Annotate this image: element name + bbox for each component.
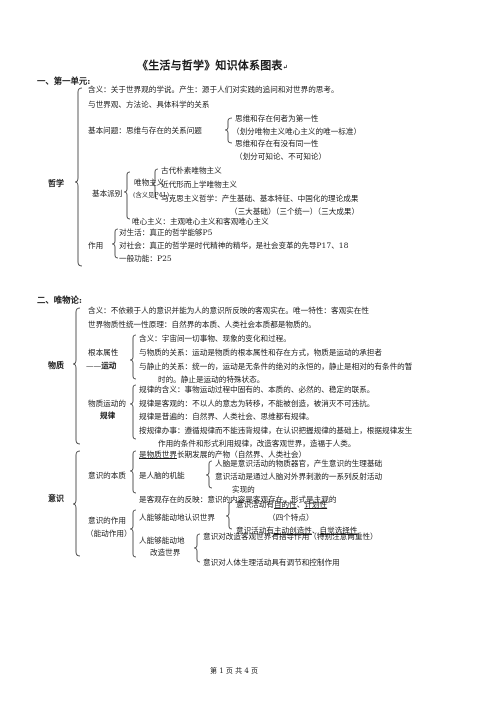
transform-label-1: 人能够能动地 xyxy=(139,536,185,545)
motion-item-4: 时的。静止是运动的特殊状态。 xyxy=(158,375,265,384)
materialism-label: 唯物主义 xyxy=(134,178,165,187)
root-attribute: 根本属性 xyxy=(88,348,119,357)
page-footer: 第 1 页 共 4 页 xyxy=(210,667,259,675)
mat-item-4: （三大基础）（三个统一）（三大成果） xyxy=(230,207,360,216)
motion-item-3: 与静止的关系：统一的，运动是无条件的绝对的永恒的，静止是相对的有条件的暂 xyxy=(139,362,413,371)
law-item-2: 规律是客观的：不以人的意志为转移，不能被创造，被消灭不可违抗。 xyxy=(139,399,375,408)
mat-item-1: 古代朴素唯物主义 xyxy=(161,166,222,175)
title-return-mark: ↵ xyxy=(282,64,289,71)
know-3-b: 自觉选择性 xyxy=(319,526,358,535)
brace-consciousness xyxy=(72,450,81,557)
matter-meaning: 含义：不依赖于人的意识并能为人的意识所反映的客观实在。唯一特性：客观实在性 xyxy=(88,306,369,315)
know-item-1: 意识活动有目的性、计划性 xyxy=(236,501,327,509)
motion-label-group: ——运动 xyxy=(86,362,116,370)
law-item-4: 按规律办事：遵循规律而不能违背规律，在认识把握规律的基础上，根据规律发生 xyxy=(139,426,413,435)
mat-item-2: 近代形而上学唯物主义 xyxy=(161,180,237,189)
mat-item-3: 马克思主义哲学：产生基础、基本特征、中国化的理论成果 xyxy=(161,194,359,203)
unit2-heading: 二、唯物论: xyxy=(37,295,82,305)
law-item-5: 作用的条件和形式利用规律，改造客观世界，造福于人类。 xyxy=(158,439,356,448)
know-item-3: 意识活动有主动创造性、自觉选择性 xyxy=(236,527,358,535)
product-line: 是物质世界长期发展的产物（自然界、人类社会） xyxy=(139,451,306,459)
know-item-2: （四个特点） xyxy=(268,513,314,522)
know-1-a: 目的性 xyxy=(273,500,297,509)
transform-label-2: 改造世界 xyxy=(150,548,181,557)
brace-materialism xyxy=(151,168,159,200)
brace-basic-problem xyxy=(224,117,233,144)
product-underlined: 是物质世界 xyxy=(139,450,177,459)
law-label-1: 物质运动的 xyxy=(88,399,126,408)
know-3-pre: 意识活动有 xyxy=(236,526,274,535)
brain-item-1: 人脑是意识活动的物质器官，产生意识的生理基础 xyxy=(215,459,383,468)
know-3-a: 主动创造性 xyxy=(273,526,312,535)
func-item-3: 一般功能：P25 xyxy=(119,254,172,263)
brace-schools xyxy=(123,171,131,220)
brain-item-3: 实现的 xyxy=(232,485,255,494)
brace-transform xyxy=(193,533,201,563)
role-label-1: 意识的作用 xyxy=(88,516,126,525)
brace-philosophy xyxy=(74,87,83,267)
know-1-b: 计划性 xyxy=(304,500,328,509)
materialism-note: (含义见P41) xyxy=(133,192,170,199)
page-title: 《生活与哲学》知识体系图表↵ xyxy=(137,60,288,71)
law-item-1: 规律的含义：事物运动过程中固有的、本质的、必然的、稳定的联系。 xyxy=(139,385,375,394)
brace-motion xyxy=(129,334,137,380)
basic-problem: 基本问题：思维与存在的关系问题 xyxy=(88,126,202,135)
law-item-3: 规律是普遍的：自然界、人类社会、思维都有规律。 xyxy=(139,412,314,421)
func-item-2: 对社会：真正的哲学是时代精神的精华，是社会变革的先导P17、18 xyxy=(119,241,349,250)
root-matter: 物质 xyxy=(48,360,64,370)
motion-dash: —— xyxy=(86,361,102,370)
unit1-heading: 一、第一单元: xyxy=(37,76,91,86)
root-philosophy: 哲学 xyxy=(48,178,64,188)
func-item-1: 对生活：真正的哲学能够P5 xyxy=(119,228,213,237)
transform-item-2: 意识对人体生理活动具有调节和控制作用 xyxy=(203,558,340,567)
bp-item-1: 思维和存在何者为第一性 xyxy=(235,114,319,123)
brace-essence xyxy=(129,450,137,494)
law-label-2: 规律 xyxy=(100,411,116,420)
motion-label: 运动 xyxy=(101,361,117,370)
know-3-sep: 、 xyxy=(311,526,320,535)
essence-label: 意识的本质 xyxy=(88,471,126,480)
function-label: 作用 xyxy=(88,241,104,250)
motion-item-2: 与物质的关系：运动是物质的根本属性和存在方式，物质是运动的承担者 xyxy=(139,348,382,357)
philosophy-relation: 与世界观、方法论、具体科学的关系 xyxy=(88,100,210,109)
bp-item-2: （划分唯物主义唯心主义的唯一标准） xyxy=(232,127,362,136)
know-1-sep: 、 xyxy=(296,500,305,509)
know-1-pre: 意识活动有 xyxy=(236,500,274,509)
matter-unity: 世界物质性统一性原理：自然界的本质、人类社会本质都是物质的。 xyxy=(88,320,316,329)
role-label-2: （能动作用） xyxy=(86,529,132,538)
page-title-text: 《生活与哲学》知识体系图表 xyxy=(137,59,283,72)
brace-role xyxy=(129,509,137,558)
brain-item-2: 意识活动是通过人脑对外界刺激的一系列反射活动 xyxy=(215,472,383,481)
product-rest: 长期发展的产物（自然界、人类社会） xyxy=(176,450,307,459)
root-consciousness: 意识 xyxy=(48,493,64,503)
transform-item-1: 意识对改造客观世界有指导作用（特别注意两重性） xyxy=(203,532,378,541)
schools-label: 基本派别 xyxy=(92,189,123,198)
motion-item-1: 含义：宇宙间一切事物、现象的变化和过程。 xyxy=(139,334,291,343)
bp-item-4: （划分可知论、不可知论） xyxy=(235,152,327,161)
bp-item-3: 思维和存在有没有同一性 xyxy=(235,139,319,148)
idealism: 唯心主义：主观唯心主义和客观唯心主义 xyxy=(132,217,269,226)
brace-matter xyxy=(72,307,81,445)
philosophy-meaning: 含义：关于世界观的学说。产生：源于人们对实践的追问和对世界的思考。 xyxy=(88,85,339,94)
brace-brain xyxy=(205,460,213,489)
reflection: 是客观存在的反映：意识的内容是客观存在，形式是主观的 xyxy=(139,495,337,504)
brain-function: 是人脑的机能 xyxy=(139,471,185,480)
brace-know xyxy=(225,501,233,530)
brace-function xyxy=(111,228,119,259)
know-label: 人能够能动地认识世界 xyxy=(139,513,215,522)
brace-law xyxy=(129,384,137,440)
